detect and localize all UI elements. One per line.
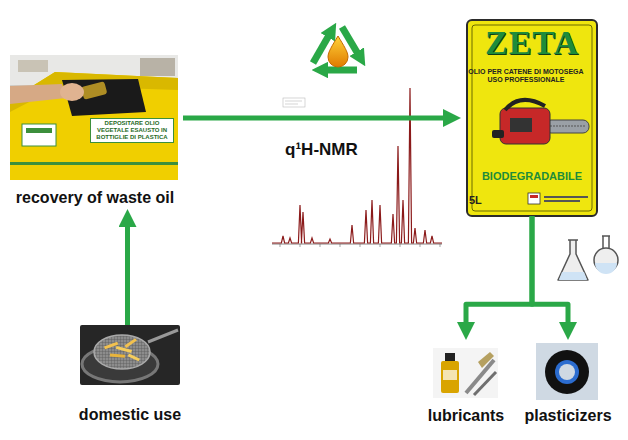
- flow-arrow: [125, 218, 130, 325]
- flask-icon: [558, 236, 618, 280]
- node-caption: plasticizers: [513, 406, 623, 425]
- brand-name: ZETA: [461, 26, 603, 60]
- lubricants-photo: [433, 348, 498, 398]
- flow-arrow: [466, 216, 532, 331]
- product-can-node: ZETA OLIO PER CATENE DI MOTOSEGA USO PROF…: [461, 20, 603, 216]
- volume-mark: 5L: [469, 194, 482, 207]
- edge-label: q¹H-NMR: [283, 140, 360, 160]
- plasticizers-node: plasticizers: [513, 342, 623, 426]
- flow-arrow: [532, 216, 568, 331]
- recycle-bin-photo: [10, 55, 178, 180]
- lubricants-node: lubricants: [423, 342, 509, 426]
- node-caption: lubricants: [423, 406, 509, 425]
- node-caption: domestic use: [72, 405, 188, 424]
- plasticizers-photo: [536, 343, 598, 400]
- spectrum-line: [272, 88, 442, 243]
- product-claim: BIODEGRADABILE: [461, 170, 603, 183]
- recovery-node: DEPOSITARE OLIO VEGETALE ESAUSTO IN BOTT…: [7, 55, 183, 207]
- node-caption: recovery of waste oil: [7, 188, 183, 207]
- recycle-oil-icon: [313, 27, 361, 70]
- flow-arrow: [183, 116, 452, 121]
- frying-photo: [80, 325, 180, 385]
- bin-sticker: DEPOSITARE OLIO VEGETALE ESAUSTO IN BOTT…: [90, 118, 174, 143]
- domestic-node: domestic use: [72, 325, 188, 425]
- product-description: OLIO PER CATENE DI MOTOSEGA USO PROFESSI…: [466, 68, 586, 84]
- nmr-spectrum: [272, 88, 442, 247]
